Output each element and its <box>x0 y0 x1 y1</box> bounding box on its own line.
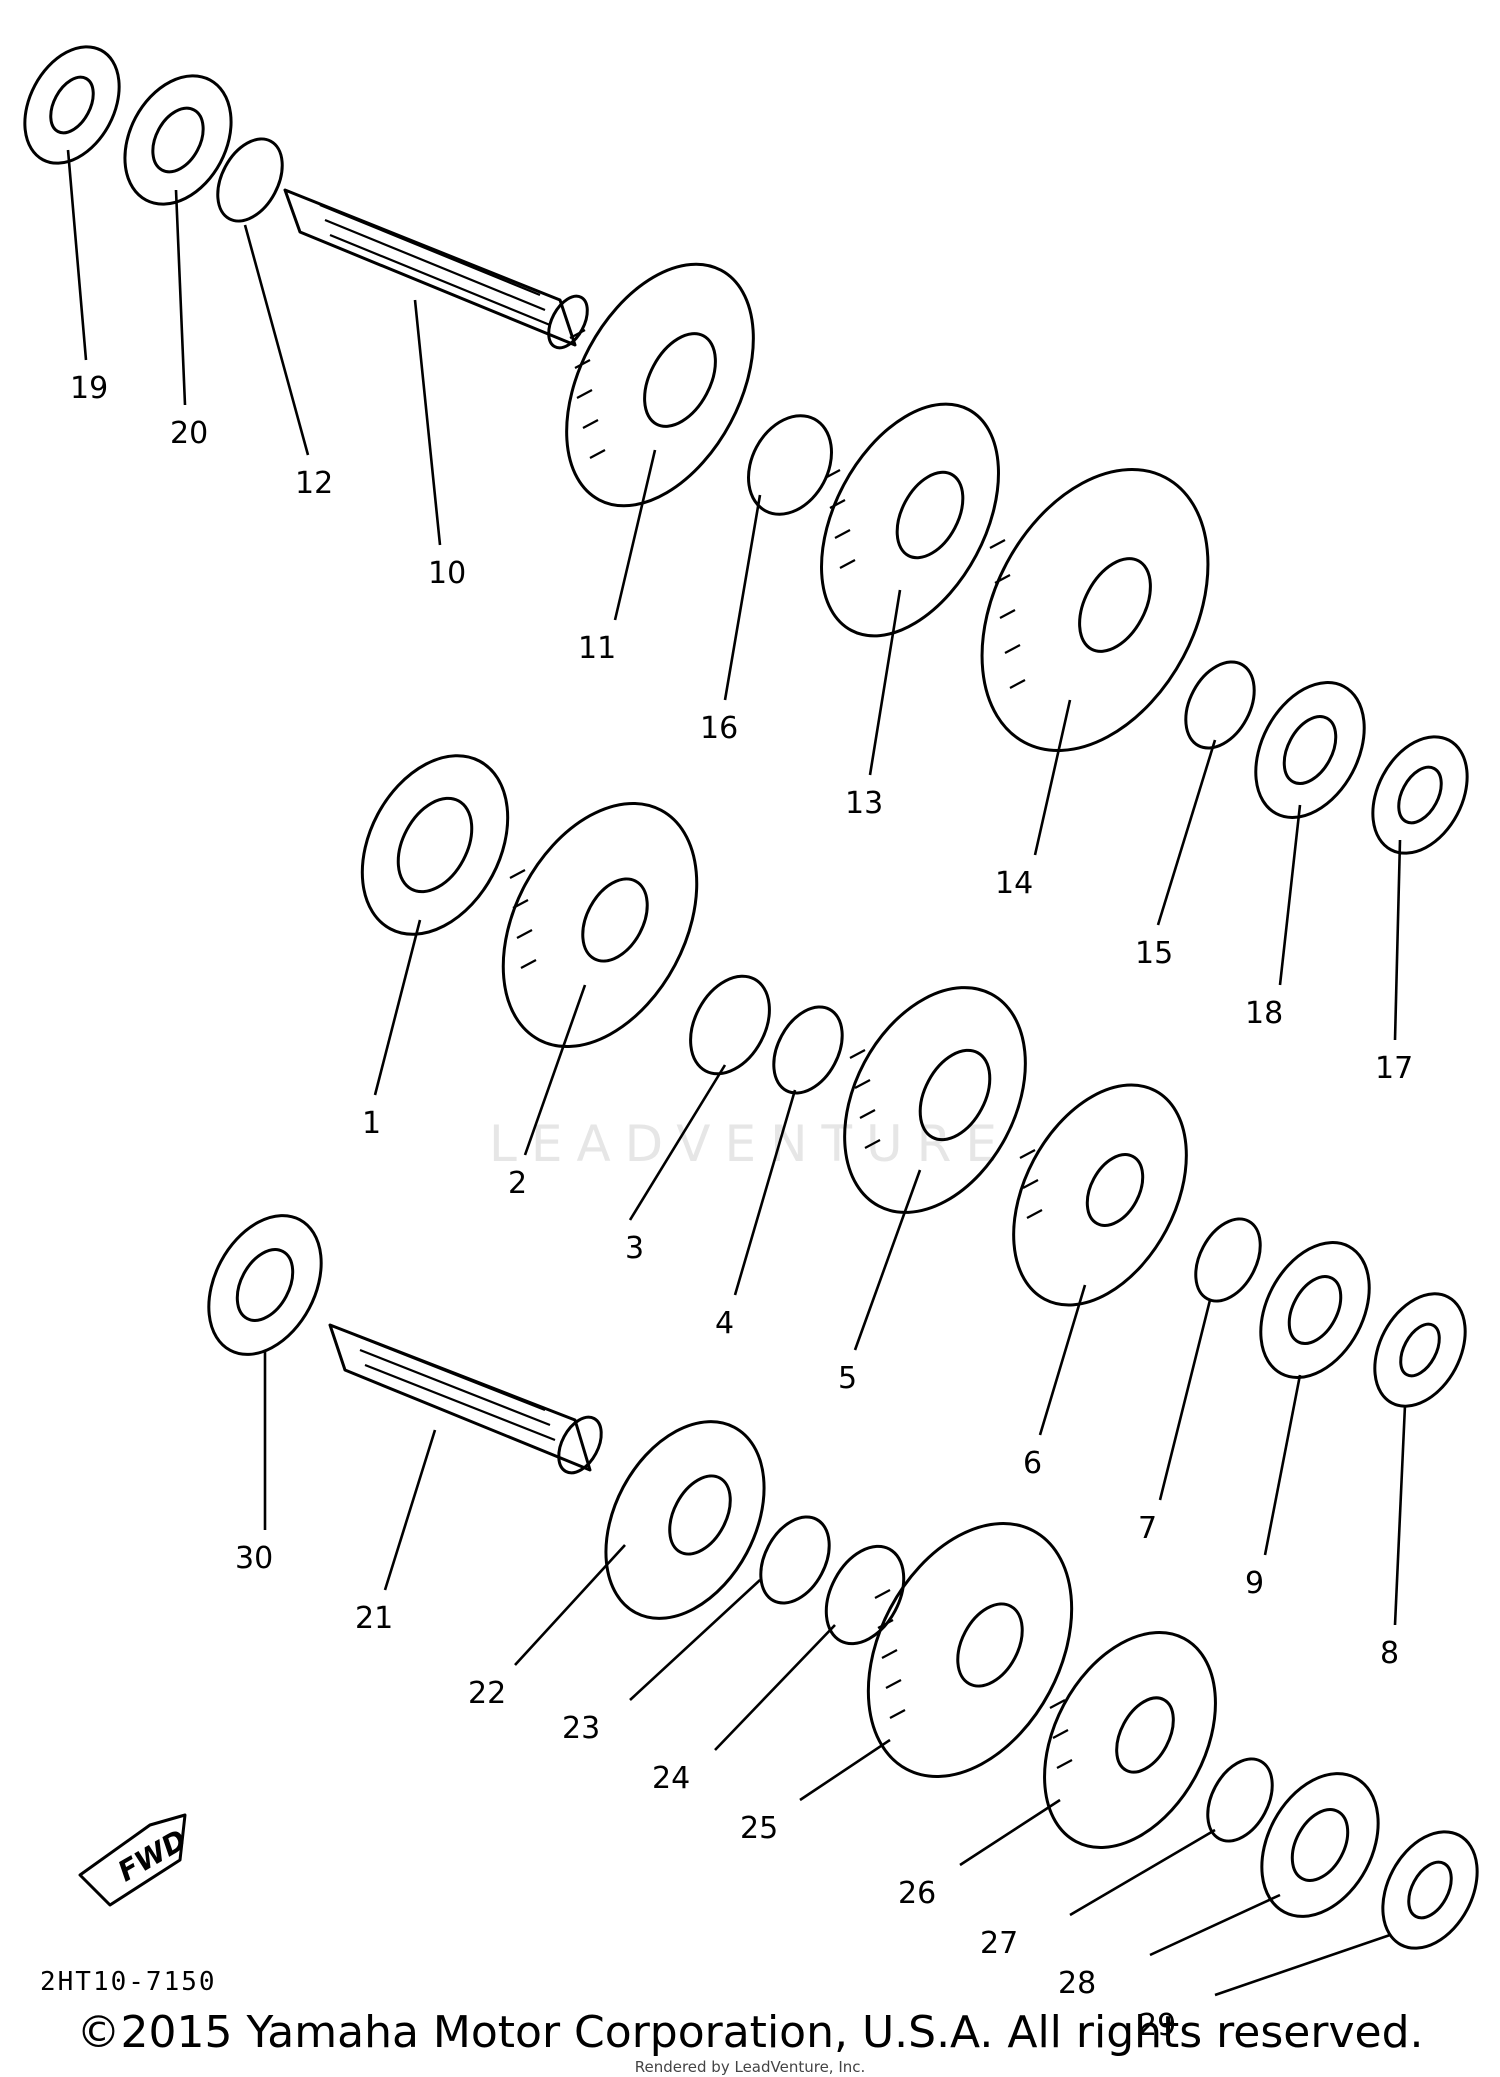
copyright-notice: ©2015 Yamaha Motor Corporation, U.S.A. A… <box>76 2007 1424 2058</box>
oil-seal-19 <box>23 45 121 165</box>
washer-15 <box>1184 660 1256 750</box>
callout-7: 7 <box>1138 1511 1157 1546</box>
bearing-18 <box>1254 681 1366 819</box>
callout-23: 23 <box>562 1711 600 1746</box>
gear-26 <box>1043 1631 1217 1849</box>
callout-15: 15 <box>1135 936 1173 971</box>
callout-26: 26 <box>898 1876 936 1911</box>
callout-18: 18 <box>1245 996 1283 1031</box>
fwd-arrow-icon: FWD <box>78 1813 192 1907</box>
bearing-1 <box>360 754 510 936</box>
circlip-4 <box>772 1005 844 1095</box>
callout-28: 28 <box>1058 1966 1096 2001</box>
gear-6 <box>1012 1083 1188 1307</box>
diagram-code: 2HT10-7150 <box>40 1967 217 1997</box>
callout-25: 25 <box>740 1811 778 1846</box>
callout-22: 22 <box>468 1676 506 1711</box>
gear-14 <box>980 467 1210 753</box>
washer-24 <box>824 1544 906 1646</box>
oil-seal-29 <box>1381 1830 1479 1950</box>
callout-3: 3 <box>625 1231 644 1266</box>
callout-24: 24 <box>652 1761 690 1796</box>
callout-20: 20 <box>170 416 208 451</box>
callout-13: 13 <box>845 786 883 821</box>
drive-axle-21 <box>328 1323 603 1475</box>
oil-seal-8 <box>1373 1292 1467 1408</box>
callout-12: 12 <box>295 466 333 501</box>
callout-1: 1 <box>362 1106 381 1141</box>
render-note: Rendered by LeadVenture, Inc. <box>634 2058 866 2076</box>
callout-27: 27 <box>980 1926 1018 1961</box>
gear-5 <box>843 986 1027 1214</box>
callout-14: 14 <box>995 866 1033 901</box>
watermark: LEADVENTURE <box>489 1115 1011 1173</box>
circlip-23 <box>759 1515 831 1605</box>
callout-4: 4 <box>715 1306 734 1341</box>
washer-7 <box>1194 1217 1262 1303</box>
callout-5: 5 <box>838 1361 857 1396</box>
callout-30: 30 <box>235 1541 273 1576</box>
bearing-28 <box>1260 1772 1380 1918</box>
bearing-30 <box>207 1214 323 1356</box>
gear-2 <box>501 801 699 1049</box>
gear-11 <box>565 262 755 508</box>
main-axle-10 <box>283 188 589 350</box>
callout-2: 2 <box>508 1166 527 1201</box>
callout-9: 9 <box>1245 1566 1264 1601</box>
washer-3 <box>689 974 771 1076</box>
callout-21: 21 <box>355 1601 393 1636</box>
callout-29: 29 <box>1138 2008 1176 2043</box>
callout-17: 17 <box>1375 1051 1413 1086</box>
callout-11: 11 <box>578 631 616 666</box>
callout-6: 6 <box>1023 1446 1042 1481</box>
collar-16 <box>747 414 833 516</box>
gear-13 <box>820 402 1000 638</box>
bearing-20 <box>123 74 233 206</box>
callout-19: 19 <box>70 371 108 406</box>
leader-lines <box>66 149 1407 1997</box>
gear-22 <box>604 1420 766 1620</box>
circlip-12 <box>216 137 284 223</box>
callout-10: 10 <box>428 556 466 591</box>
gear-25 <box>866 1522 1074 1778</box>
callout-8: 8 <box>1380 1636 1399 1671</box>
oil-seal-17 <box>1371 735 1469 855</box>
circlip-27 <box>1206 1757 1274 1843</box>
bearing-9 <box>1259 1241 1371 1379</box>
callout-numbers: 19 20 12 10 11 16 13 14 15 18 17 1 2 3 4… <box>70 371 1413 2043</box>
callout-16: 16 <box>700 711 738 746</box>
